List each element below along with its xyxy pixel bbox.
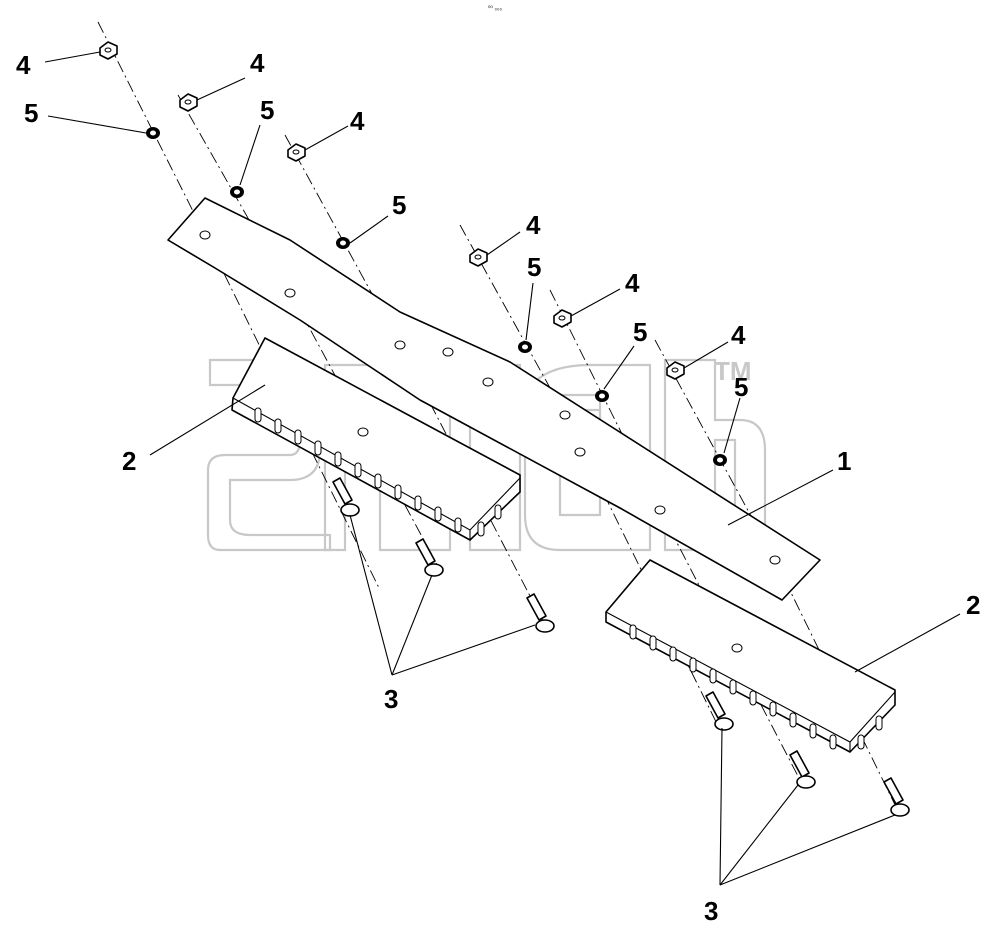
- callout-1: 1: [837, 446, 851, 476]
- callout-2: 2: [966, 590, 980, 620]
- callout-4: 4: [526, 210, 541, 240]
- watermark-trademark: TM: [714, 356, 752, 386]
- callout-4: 4: [16, 50, 31, 80]
- bolt-icon: [789, 750, 816, 789]
- washer-icon: [713, 454, 727, 466]
- callout-5: 5: [260, 95, 274, 125]
- nut-icon: [99, 41, 118, 60]
- callout-5: 5: [392, 190, 406, 220]
- nuts-part-4: [99, 41, 685, 380]
- bolts-part-3: [332, 477, 910, 817]
- washer-icon: [230, 186, 244, 198]
- brush-teeth-right: [629, 624, 883, 750]
- strip-part-1: [167, 197, 821, 601]
- nut-icon: [553, 309, 572, 328]
- bolt-icon: [883, 777, 910, 817]
- bolt-icon: [526, 593, 555, 633]
- callout-labels: 4 4 4 4 4 4 5 5 5 5 5 5 1 2 2 3 3: [16, 48, 980, 926]
- brush-part-2-left: [231, 337, 521, 541]
- strip-holes: [199, 230, 781, 565]
- nut-icon: [666, 361, 685, 380]
- leader-lines: [44, 51, 961, 886]
- nut-icon: [469, 248, 488, 267]
- callout-4: 4: [350, 106, 365, 136]
- washers-part-5: [146, 127, 727, 466]
- callout-5: 5: [527, 252, 541, 282]
- brush-part-2-right: [605, 559, 896, 753]
- callout-5: 5: [633, 317, 647, 347]
- callout-3: 3: [704, 896, 718, 926]
- bolt-icon: [705, 691, 734, 731]
- washer-icon: [518, 341, 532, 353]
- nut-icon: [179, 93, 198, 112]
- callout-4: 4: [731, 320, 746, 350]
- bolt-icon: [415, 538, 444, 577]
- callout-4: 4: [250, 48, 265, 78]
- callout-5: 5: [24, 98, 38, 128]
- callout-4: 4: [625, 268, 640, 298]
- callout-5: 5: [734, 372, 748, 402]
- header-mark: ⁰⁰ ₀₀₀: [488, 5, 502, 12]
- washer-icon: [595, 390, 609, 402]
- callout-3: 3: [384, 684, 398, 714]
- nut-icon: [287, 143, 306, 162]
- callout-2: 2: [122, 446, 136, 476]
- washer-icon: [336, 237, 350, 249]
- brush-teeth-left: [254, 407, 502, 537]
- bolt-icon: [332, 477, 360, 517]
- washer-icon: [146, 127, 160, 139]
